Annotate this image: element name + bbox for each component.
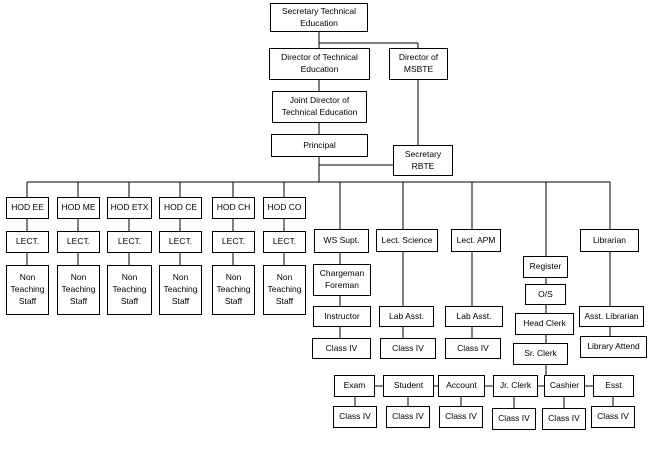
librarian-box: Librarian bbox=[580, 229, 639, 252]
class-iv-cashier-box: Class IV bbox=[542, 408, 586, 430]
register-box: Register bbox=[523, 256, 568, 278]
secretary-rbte-box: Secretary RBTE bbox=[393, 145, 453, 176]
hod-ch-box: HOD CH bbox=[212, 197, 255, 219]
non-teaching-staff-etx-box: Non Teaching Staff bbox=[107, 265, 152, 315]
director-msbte-box: Director of MSBTE bbox=[389, 48, 448, 80]
hod-etx-box: HOD ETX bbox=[107, 197, 152, 219]
lab-asst-science-box: Lab Asst. bbox=[379, 306, 434, 327]
class-iv-instructor-box: Class IV bbox=[312, 338, 371, 359]
class-iv-esst-box: Class IV bbox=[591, 406, 635, 428]
lect-co-box: LECT. bbox=[263, 231, 306, 253]
director-technical-education-box: Director of Technical Education bbox=[269, 48, 370, 80]
asst-librarian-box: Asst. Librarian bbox=[579, 306, 644, 327]
ws-supt-box: WS Supt. bbox=[314, 229, 369, 253]
non-teaching-staff-ce-box: Non Teaching Staff bbox=[159, 265, 202, 315]
student-box: Student bbox=[383, 375, 434, 397]
class-iv-lab-science-box: Class IV bbox=[380, 338, 436, 359]
non-teaching-staff-ee-box: Non Teaching Staff bbox=[6, 265, 49, 315]
os-box: O/S bbox=[525, 284, 566, 305]
hod-ee-box: HOD EE bbox=[6, 197, 49, 219]
joint-director-box: Joint Director of Technical Education bbox=[272, 91, 367, 123]
library-attend-box: Library Attend bbox=[580, 336, 647, 358]
hod-ce-box: HOD CE bbox=[159, 197, 202, 219]
hod-co-box: HOD CO bbox=[263, 197, 306, 219]
class-iv-exam-box: Class IV bbox=[333, 406, 377, 428]
lect-ch-box: LECT. bbox=[212, 231, 255, 253]
secretary-technical-education-box: Secretary Technical Education bbox=[270, 3, 368, 32]
hod-me-box: HOD ME bbox=[57, 197, 100, 219]
non-teaching-staff-ch-box: Non Teaching Staff bbox=[212, 265, 255, 315]
class-iv-student-box: Class IV bbox=[386, 406, 430, 428]
lect-ce-box: LECT. bbox=[159, 231, 202, 253]
principal-box: Principal bbox=[271, 134, 368, 157]
exam-box: Exam bbox=[334, 375, 375, 397]
class-iv-account-box: Class IV bbox=[439, 406, 483, 428]
head-clerk-box: Head Clerk bbox=[515, 313, 574, 335]
lect-apm-box: Lect. APM bbox=[451, 229, 501, 252]
lect-me-box: LECT. bbox=[57, 231, 100, 253]
instructor-box: Instructor bbox=[313, 306, 371, 327]
sr-clerk-box: Sr. Clerk bbox=[513, 343, 568, 365]
non-teaching-staff-me-box: Non Teaching Staff bbox=[57, 265, 100, 315]
chargeman-foreman-box: Chargeman Foreman bbox=[313, 264, 371, 296]
class-iv-lab-apm-box: Class IV bbox=[445, 338, 501, 359]
cashier-box: Cashier bbox=[544, 375, 585, 397]
account-box: Account bbox=[438, 375, 485, 397]
non-teaching-staff-co-box: Non Teaching Staff bbox=[263, 265, 306, 315]
jr-clerk-box: Jr. Clerk bbox=[493, 375, 538, 397]
lab-asst-apm-box: Lab Asst. bbox=[445, 306, 503, 327]
lect-science-box: Lect. Science bbox=[376, 229, 438, 252]
lect-ee-box: LECT. bbox=[6, 231, 49, 253]
class-iv-jr-clerk-box: Class IV bbox=[492, 408, 536, 430]
esst-box: Esst bbox=[593, 375, 634, 397]
lect-etx-box: LECT. bbox=[107, 231, 152, 253]
